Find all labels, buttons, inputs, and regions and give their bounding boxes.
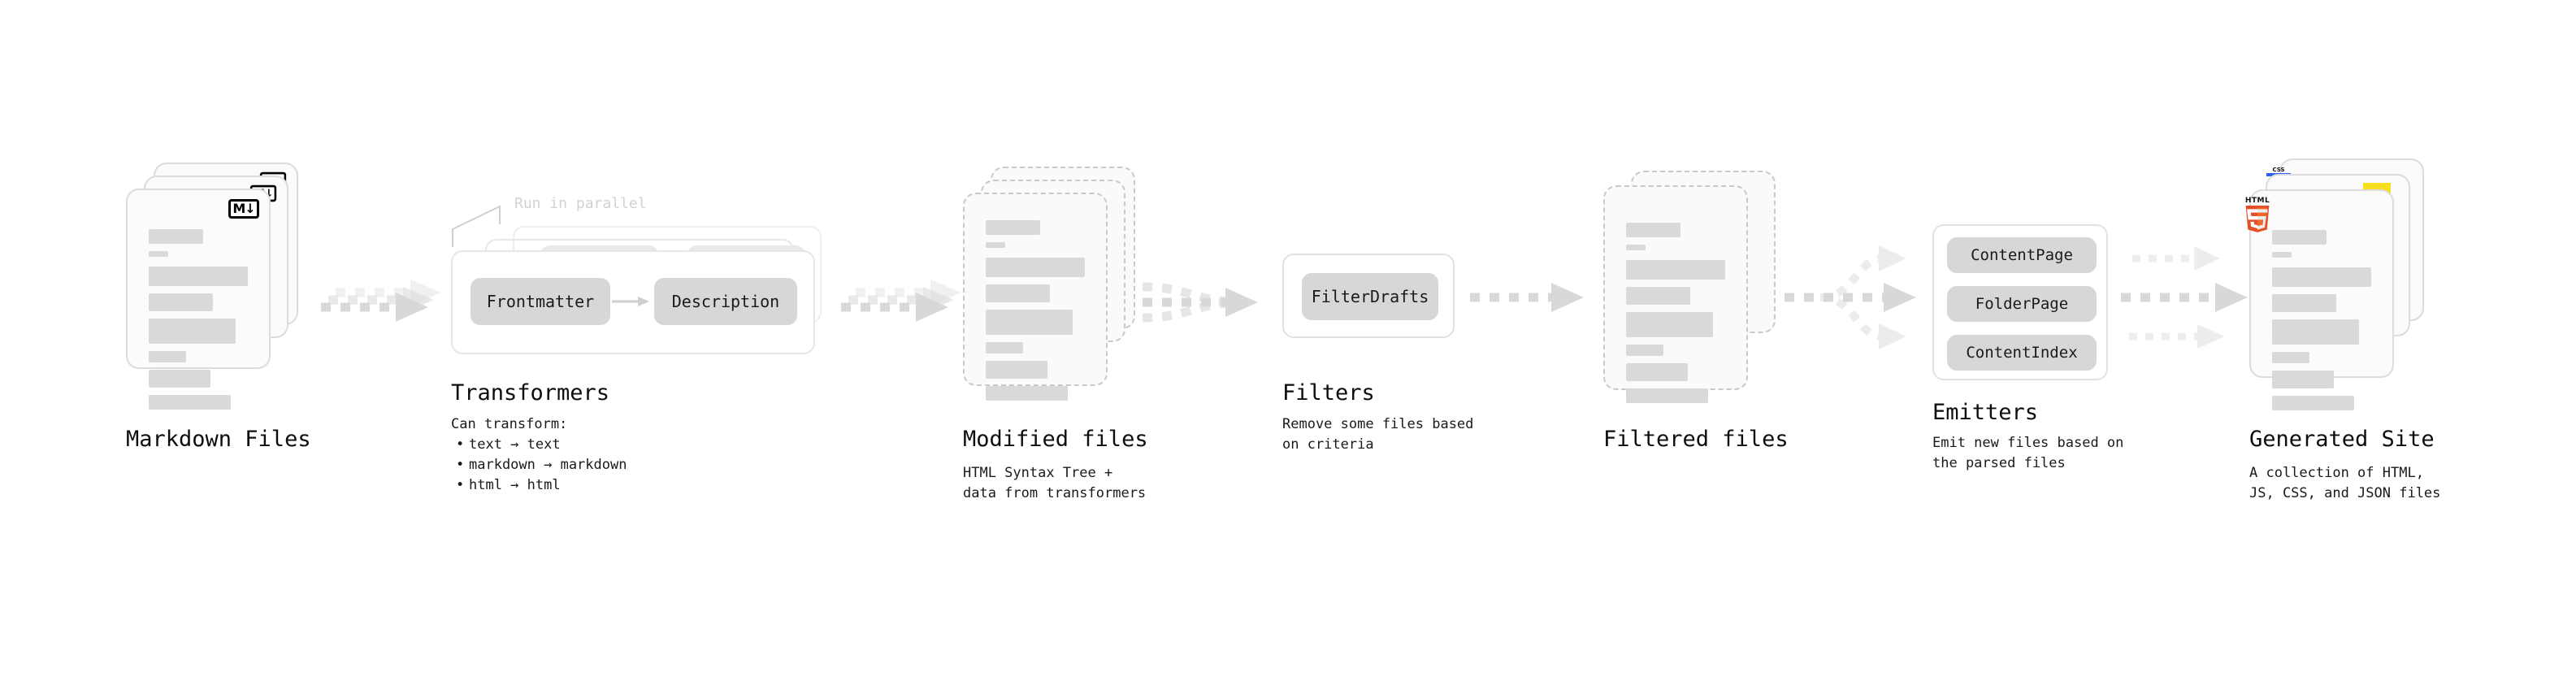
placeholder-bar (1626, 245, 1646, 250)
html5-icon-label: HTML (2244, 197, 2270, 205)
emitters-box: ContentPage FolderPage ContentIndex (1932, 224, 2108, 380)
label-emitters: Emitters (1932, 400, 2039, 425)
placeholder-bar (986, 361, 1047, 379)
placeholder-bar (1626, 260, 1725, 280)
markdown-card-content (149, 229, 248, 417)
transformer-box-front: Frontmatter Description (451, 250, 815, 354)
label-generated-site: Generated Site (2249, 427, 2435, 452)
filters-box: FilterDrafts (1282, 254, 1455, 338)
placeholder-bar (1626, 388, 1709, 403)
placeholder-bar (149, 319, 236, 344)
placeholder-bar (2272, 252, 2292, 258)
label-filters: Filters (1282, 380, 1375, 406)
placeholder-bar (2272, 230, 2327, 245)
filtered-file-stack (1603, 171, 1782, 431)
placeholder-bar (986, 242, 1006, 248)
label-filtered-files: Filtered files (1603, 427, 1789, 452)
placeholder-bar (1626, 312, 1714, 337)
label-modified-files: Modified files (963, 427, 1148, 452)
arrow-filters-to-filtered (1470, 283, 1584, 312)
transformer-pill-frontmatter[interactable]: Frontmatter (471, 278, 610, 325)
label-markdown-files: Markdown Files (126, 427, 311, 452)
placeholder-bar (149, 251, 169, 257)
modified-card-front (963, 193, 1108, 401)
markdown-file-stack: M↓ M↓ M↓ (126, 163, 305, 423)
transformer-inner-arrow-front (612, 297, 649, 306)
emitter-pill-folderpage[interactable]: FolderPage (1947, 286, 2097, 322)
placeholder-bar (149, 395, 232, 410)
placeholder-bar (1626, 223, 1681, 237)
filtered-card-front (1603, 185, 1748, 403)
filters-description: Remove some files based on criteria (1282, 416, 1474, 453)
placeholder-bar (1626, 363, 1688, 381)
placeholder-bar (986, 342, 1024, 354)
emitter-pill-contentindex[interactable]: ContentIndex (1947, 335, 2097, 371)
placeholder-bar (986, 310, 1073, 335)
placeholder-bar (986, 258, 1085, 277)
transformer-pill-description[interactable]: Description (654, 278, 797, 325)
generated-site-description: A collection of HTML, JS, CSS, and JSON … (2249, 465, 2441, 501)
arrow-markdown-to-transformers (321, 280, 441, 322)
html5-icon: HTML (2241, 197, 2274, 234)
stage-generated-site: CSS HTML (2245, 158, 2444, 435)
placeholder-bar (149, 351, 187, 362)
placeholder-bar (986, 284, 1051, 302)
markdown-badge: M↓ (228, 199, 259, 219)
generated-site-stack: CSS HTML (2245, 158, 2444, 435)
modified-file-stack (963, 167, 1142, 427)
stage-filters: FilterDrafts (1282, 254, 1455, 338)
placeholder-bar (2272, 371, 2334, 388)
transformers-bullet-item: text → text (456, 435, 627, 455)
emitters-description: Emit new files based on the parsed files (1932, 435, 2124, 471)
stage-markdown-files: M↓ M↓ M↓ (126, 163, 305, 423)
filter-pill-filterdrafts[interactable]: FilterDrafts (1302, 273, 1438, 320)
stage-emitters: ContentPage FolderPage ContentIndex (1932, 224, 2108, 380)
placeholder-bar (1626, 345, 1664, 356)
filtered-card-content (1626, 223, 1725, 410)
label-transformers: Transformers (451, 380, 610, 406)
css-badge-label: CSS (2272, 167, 2285, 173)
stage-modified-files (963, 167, 1142, 427)
arrow-transformers-to-modified (841, 280, 961, 322)
transformers-bullet-list: text → text markdown → markdown html → h… (451, 435, 627, 496)
site-card-content (2272, 230, 2371, 418)
stage-transformers: Run in parallel Frontmatter Description (451, 195, 833, 354)
placeholder-bar (2272, 267, 2371, 287)
modified-files-description: HTML Syntax Tree + data from transformer… (963, 465, 1147, 501)
label-run-in-parallel: Run in parallel (514, 195, 647, 212)
arrow-emitters-to-site (2121, 246, 2248, 349)
placeholder-bar (149, 267, 248, 286)
transformers-description: Can transform: text → text markdown → ma… (451, 414, 627, 496)
transformers-bullets-lead: Can transform: (451, 416, 568, 432)
arrow-modified-to-filters (1142, 282, 1258, 323)
placeholder-bar (149, 293, 214, 311)
placeholder-bar (1626, 287, 1691, 305)
html5-shield-icon (2245, 206, 2270, 232)
placeholder-bar (149, 370, 210, 388)
arrow-filtered-to-emitters (1785, 245, 1916, 349)
modified-card-content (986, 220, 1085, 408)
placeholder-bar (2272, 319, 2360, 345)
placeholder-bar (2272, 396, 2355, 410)
placeholder-bar (149, 229, 204, 244)
transformers-bullet-item: markdown → markdown (456, 455, 627, 475)
placeholder-bar (2272, 352, 2310, 363)
transformers-bullet-item: html → html (456, 475, 627, 496)
run-in-parallel-bracket (452, 205, 501, 247)
stage-filtered-files (1603, 171, 1782, 431)
site-card-front: HTML (2245, 189, 2394, 410)
placeholder-bar (986, 220, 1041, 235)
emitter-pill-contentpage[interactable]: ContentPage (1947, 237, 2097, 273)
markdown-card-front: M↓ (126, 189, 271, 410)
placeholder-bar (2272, 294, 2337, 312)
placeholder-bar (986, 386, 1069, 401)
